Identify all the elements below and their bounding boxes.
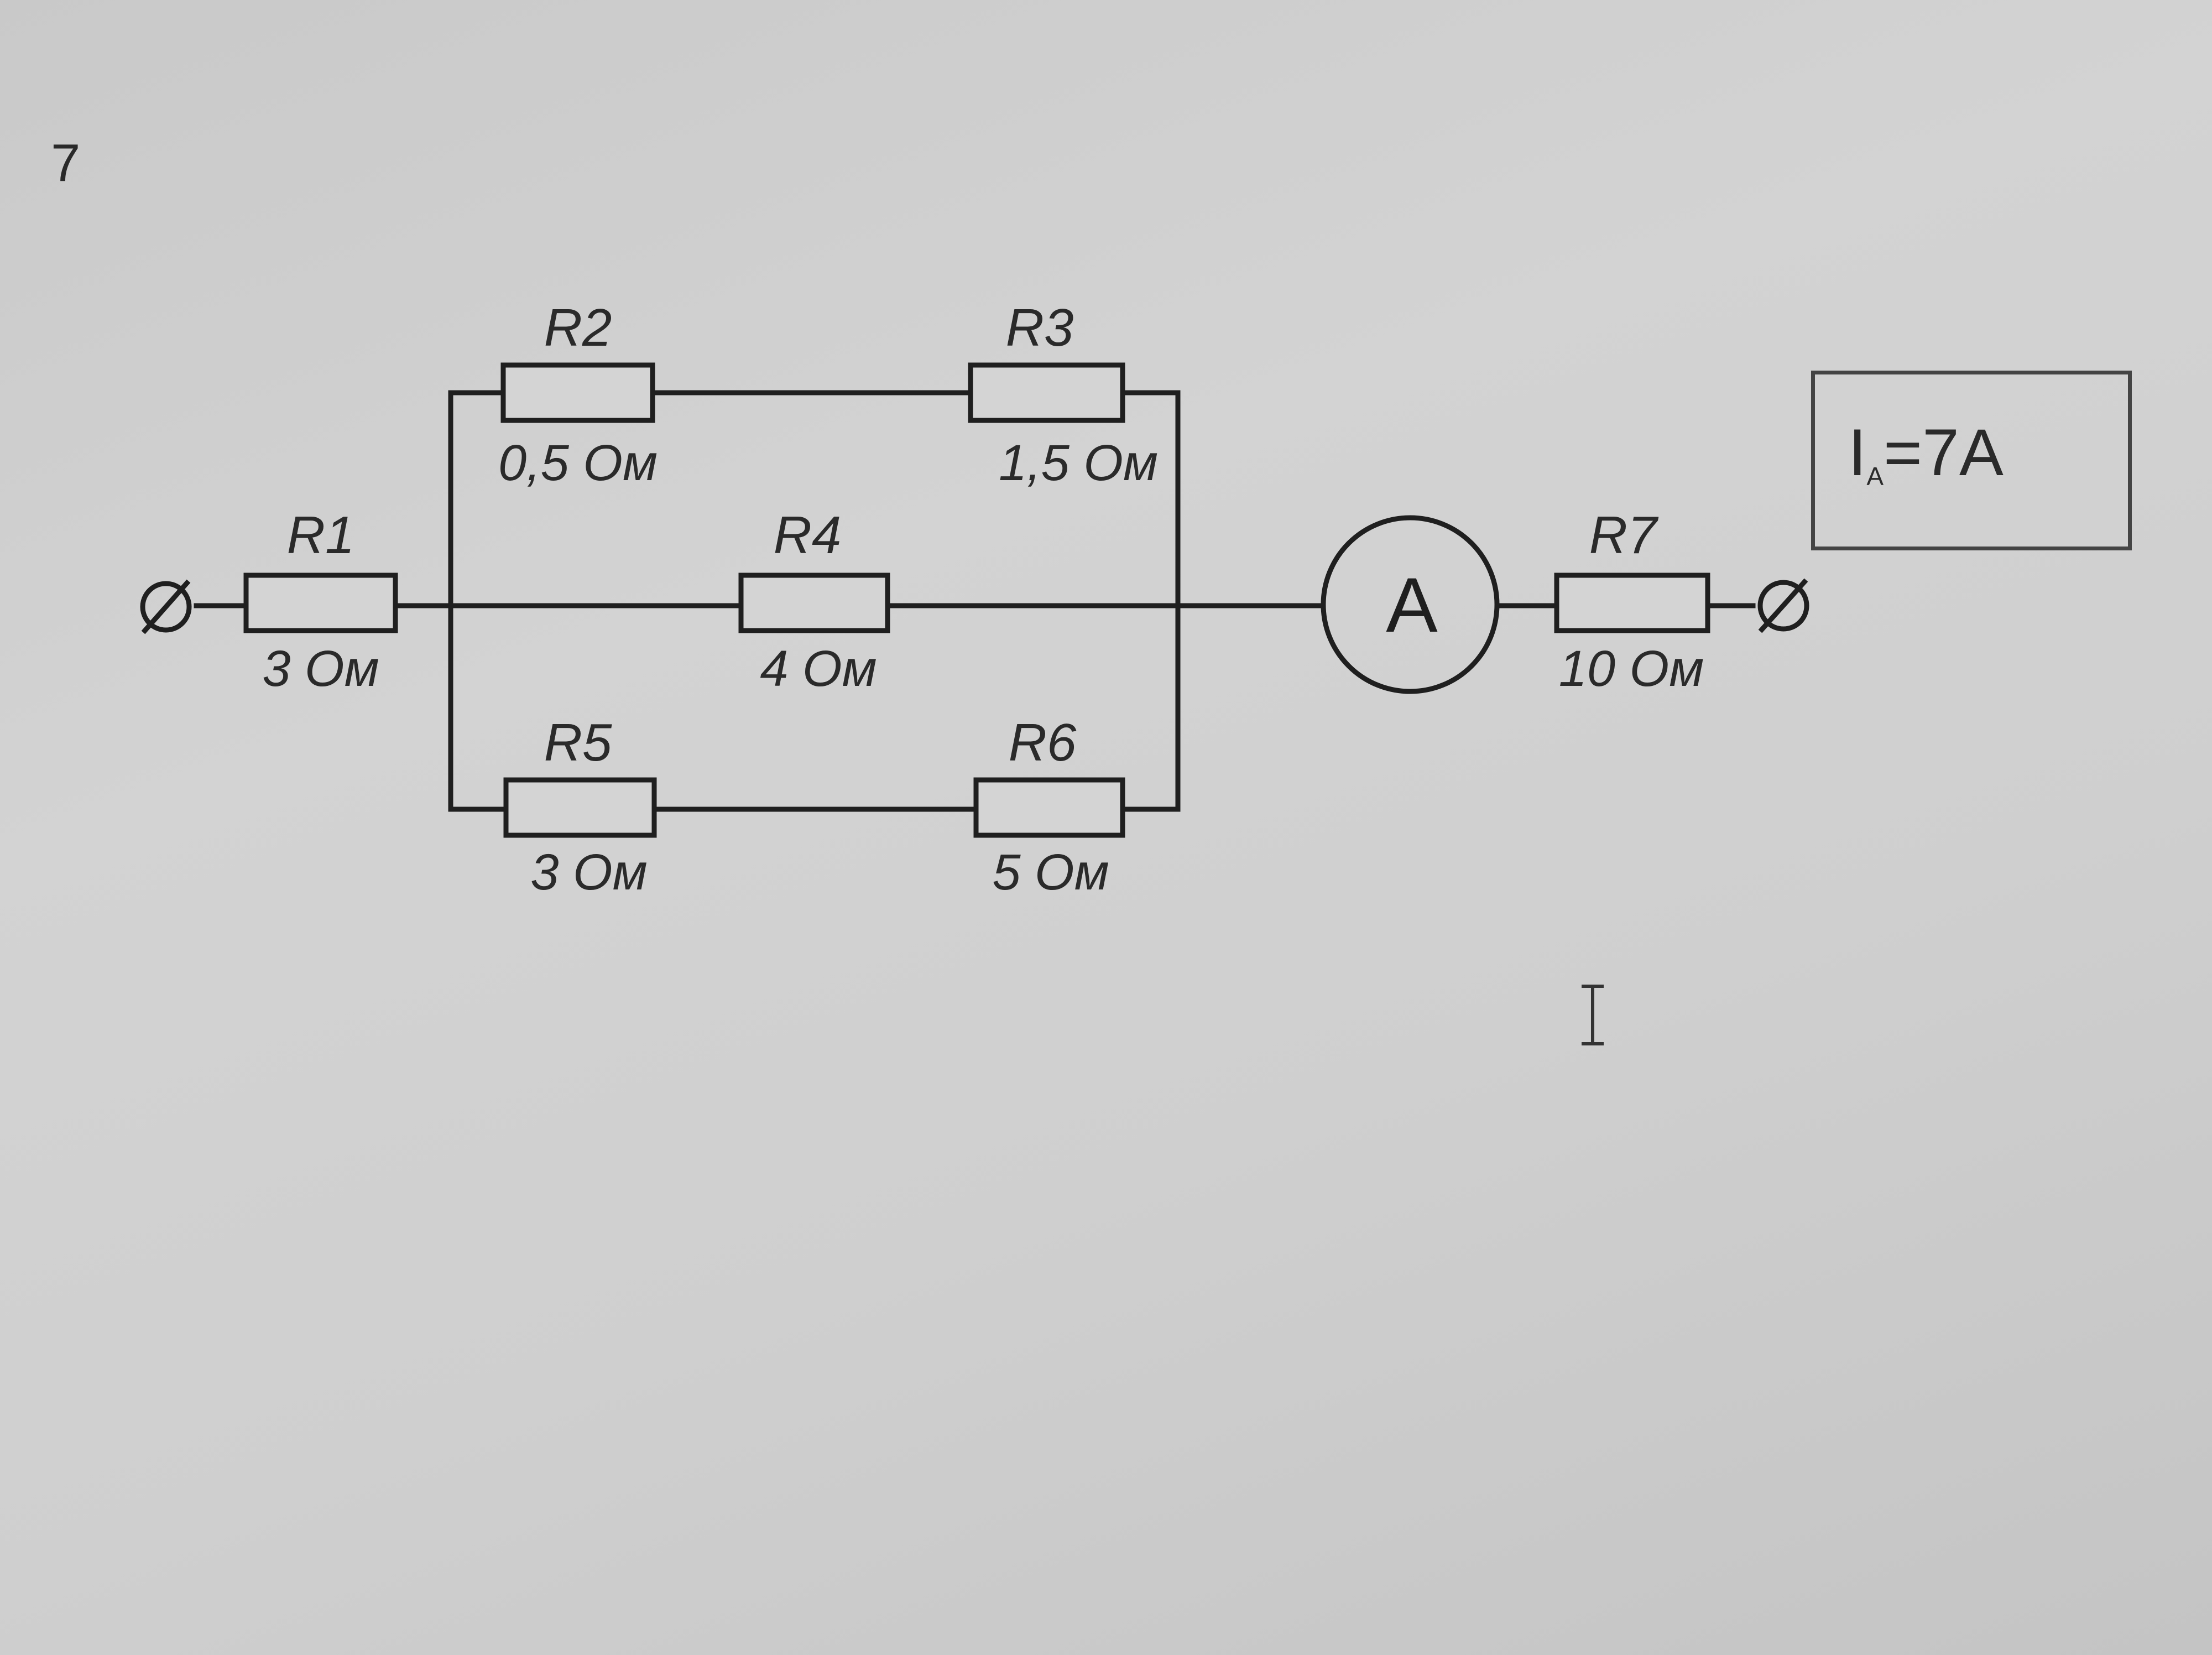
- r5-value-label: 3 Ом: [530, 844, 647, 901]
- r4-value-label: 4 Ом: [760, 641, 877, 697]
- r7-name-label: R7: [1589, 506, 1659, 565]
- r1-value-label: 3 Ом: [262, 641, 379, 697]
- ammeter: A: [1321, 515, 1500, 694]
- given-value: =7A: [1884, 415, 2004, 490]
- resistor-r2: [500, 362, 655, 423]
- r4-name-label: R4: [774, 506, 842, 565]
- r2-value-label: 0,5 Ом: [498, 435, 658, 491]
- r6-name-label: R6: [1009, 713, 1077, 772]
- r7-value-label: 10 Ом: [1559, 641, 1704, 697]
- given-subscript: A: [1866, 462, 1884, 491]
- resistor-r3: [968, 362, 1125, 423]
- given-symbol: I: [1848, 415, 1867, 490]
- r2-name-label: R2: [544, 298, 612, 357]
- ammeter-circle: [1321, 515, 1500, 694]
- resistor-r1: [243, 573, 398, 633]
- resistor-r4: [738, 573, 890, 633]
- problem-number: 7: [51, 133, 81, 192]
- text-cursor-icon: [1582, 985, 1604, 1045]
- terminal-icon: [140, 579, 192, 634]
- terminal-icon: [1757, 578, 1809, 633]
- resistor-r5: [503, 777, 657, 838]
- given-value-box: IA=7A: [1811, 371, 2132, 550]
- wires: [194, 390, 1756, 812]
- r3-name-label: R3: [1006, 298, 1074, 357]
- r1-name-label: R1: [287, 506, 355, 565]
- resistor-r6: [973, 777, 1125, 838]
- ammeter-letter: A: [1386, 561, 1438, 648]
- resistor-r7: [1554, 573, 1710, 633]
- r3-value-label: 1,5 Ом: [999, 435, 1158, 491]
- r5-name-label: R5: [544, 713, 612, 772]
- given-current: IA=7A: [1848, 414, 2004, 491]
- r6-value-label: 5 Ом: [992, 844, 1109, 901]
